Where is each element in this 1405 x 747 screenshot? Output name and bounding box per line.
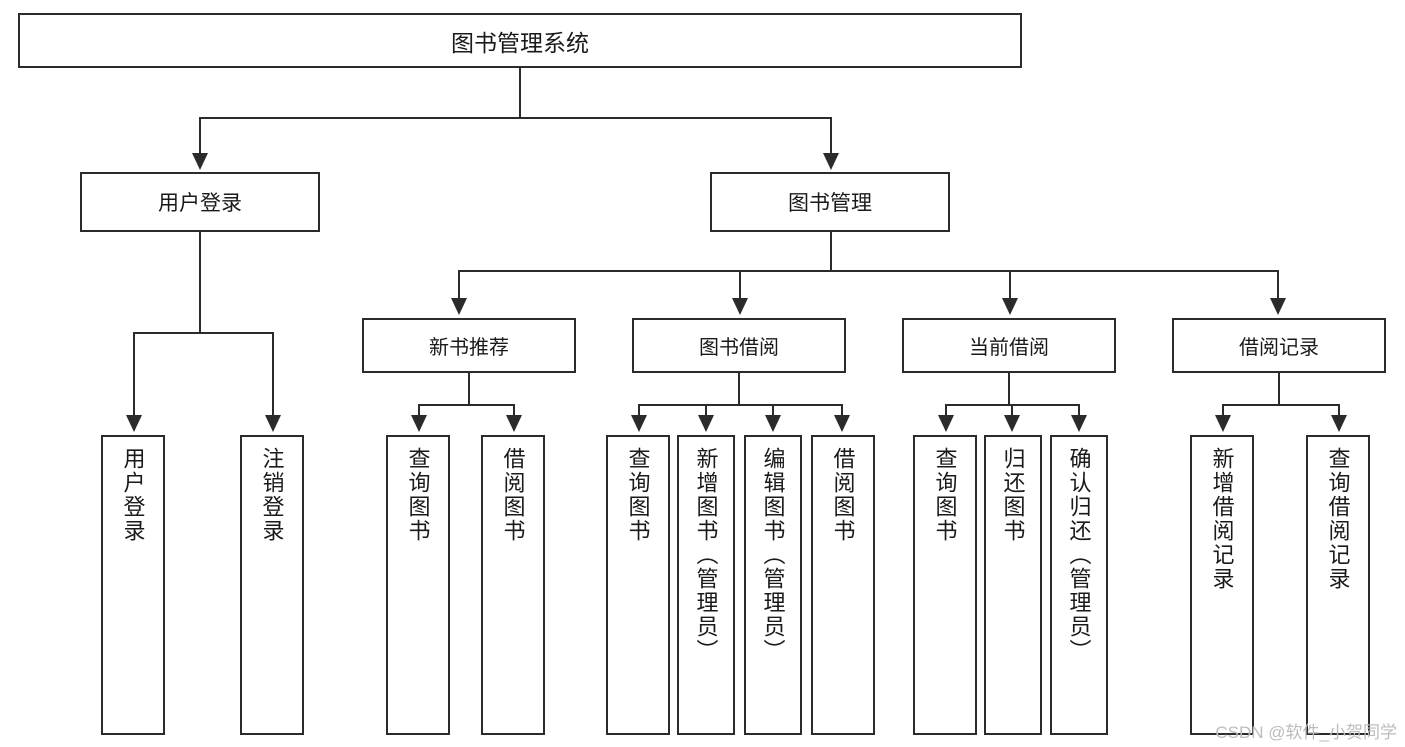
arrow-leaf-query-record (1331, 415, 1347, 432)
node-book-manage[interactable]: 图书管理 (710, 172, 950, 232)
node-leaf-confirm-return[interactable]: 确认归还（管理员） (1050, 435, 1108, 735)
edge-book-borrow-stem (738, 373, 740, 405)
arrow-book-manage (823, 153, 839, 170)
edge-new-book-rec-drop-1 (418, 404, 420, 417)
node-leaf-edit-book[interactable]: 编辑图书（管理员） (744, 435, 802, 735)
arrow-leaf-confirm-return (1071, 415, 1087, 432)
node-root-label: 图书管理系统 (451, 29, 589, 56)
arrow-leaf-return-book (1004, 415, 1020, 432)
node-leaf-add-record[interactable]: 新增借阅记录 (1190, 435, 1254, 735)
edge-root-drop-book-manage (830, 117, 832, 155)
node-leaf-user-login-label: 用户登录 (120, 447, 146, 543)
node-leaf-query-book-3-label: 查询图书 (932, 447, 958, 543)
node-leaf-borrow-book-1-label: 借阅图书 (500, 447, 526, 543)
edge-book-manage-drop-3 (1009, 270, 1011, 300)
node-leaf-query-record-label: 查询借阅记录 (1325, 447, 1351, 591)
edge-borrow-record-drop-2 (1338, 404, 1340, 417)
edge-book-manage-drop-4 (1277, 270, 1279, 300)
edge-book-manage-drop-2 (739, 270, 741, 300)
node-leaf-add-book[interactable]: 新增图书（管理员） (677, 435, 735, 735)
node-book-manage-label: 图书管理 (788, 192, 872, 215)
node-leaf-query-book-2[interactable]: 查询图书 (606, 435, 670, 735)
edge-root-bus (199, 117, 831, 119)
edge-current-borrow-stem (1008, 373, 1010, 405)
node-leaf-query-book-1[interactable]: 查询图书 (386, 435, 450, 735)
node-borrow-record-label: 借阅记录 (1239, 337, 1319, 359)
edge-root-drop-user-login (199, 117, 201, 155)
node-leaf-confirm-return-label: 确认归还（管理员） (1066, 447, 1092, 663)
edge-user-login-stem (199, 232, 201, 333)
edge-book-borrow-drop-1 (638, 404, 640, 417)
edge-book-borrow-bus (638, 404, 843, 406)
edge-current-borrow-drop-2 (1011, 404, 1013, 417)
node-leaf-add-book-label: 新增图书（管理员） (693, 447, 719, 663)
edge-root-stem (519, 68, 521, 118)
arrow-new-book-rec (451, 298, 467, 315)
edge-book-manage-bus (458, 270, 1279, 272)
edge-borrow-record-drop-1 (1222, 404, 1224, 417)
edge-new-book-rec-bus (418, 404, 514, 406)
edge-user-login-drop-1 (133, 332, 135, 417)
edge-book-borrow-drop-3 (772, 404, 774, 417)
arrow-leaf-logout (265, 415, 281, 432)
node-leaf-logout-label: 注销登录 (259, 447, 285, 543)
node-leaf-borrow-book-1[interactable]: 借阅图书 (481, 435, 545, 735)
node-leaf-query-book-3[interactable]: 查询图书 (913, 435, 977, 735)
node-book-borrow-label: 图书借阅 (699, 337, 779, 359)
node-current-borrow-label: 当前借阅 (969, 337, 1049, 359)
node-borrow-record[interactable]: 借阅记录 (1172, 318, 1386, 373)
arrow-leaf-query-book-1 (411, 415, 427, 432)
node-root[interactable]: 图书管理系统 (18, 13, 1022, 68)
node-leaf-borrow-book-2[interactable]: 借阅图书 (811, 435, 875, 735)
node-leaf-return-book-label: 归还图书 (1000, 447, 1026, 543)
edge-new-book-rec-drop-2 (513, 404, 515, 417)
node-leaf-logout[interactable]: 注销登录 (240, 435, 304, 735)
watermark: CSDN @软件_小贺同学 (1215, 723, 1397, 742)
arrow-book-borrow (732, 298, 748, 315)
arrow-leaf-edit-book (765, 415, 781, 432)
arrow-leaf-user-login (126, 415, 142, 432)
node-leaf-edit-book-label: 编辑图书（管理员） (760, 447, 786, 663)
edge-book-manage-stem (830, 232, 832, 271)
arrow-leaf-add-book (698, 415, 714, 432)
node-current-borrow[interactable]: 当前借阅 (902, 318, 1116, 373)
edge-current-borrow-drop-1 (945, 404, 947, 417)
node-leaf-user-login[interactable]: 用户登录 (101, 435, 165, 735)
node-user-login[interactable]: 用户登录 (80, 172, 320, 232)
edge-borrow-record-stem (1278, 373, 1280, 405)
edge-new-book-rec-stem (468, 373, 470, 405)
edge-book-borrow-drop-2 (705, 404, 707, 417)
arrow-current-borrow (1002, 298, 1018, 315)
arrow-leaf-add-record (1215, 415, 1231, 432)
node-leaf-borrow-book-2-label: 借阅图书 (830, 447, 856, 543)
node-leaf-query-record[interactable]: 查询借阅记录 (1306, 435, 1370, 735)
edge-book-manage-drop-1 (458, 270, 460, 300)
arrow-leaf-borrow-book-2 (834, 415, 850, 432)
node-leaf-query-book-2-label: 查询图书 (625, 447, 651, 543)
edge-user-login-bus (133, 332, 273, 334)
edge-user-login-drop-2 (272, 332, 274, 417)
edge-current-borrow-drop-3 (1078, 404, 1080, 417)
node-new-book-rec-label: 新书推荐 (429, 337, 509, 359)
arrow-leaf-query-book-2 (631, 415, 647, 432)
node-user-login-label: 用户登录 (158, 192, 242, 215)
arrow-borrow-record (1270, 298, 1286, 315)
arrow-leaf-query-book-3 (938, 415, 954, 432)
arrow-user-login (192, 153, 208, 170)
edge-book-borrow-drop-4 (841, 404, 843, 417)
node-leaf-return-book[interactable]: 归还图书 (984, 435, 1042, 735)
edge-borrow-record-bus (1222, 404, 1340, 406)
arrow-leaf-borrow-book-1 (506, 415, 522, 432)
node-leaf-query-book-1-label: 查询图书 (405, 447, 431, 543)
node-leaf-add-record-label: 新增借阅记录 (1209, 447, 1235, 591)
node-book-borrow[interactable]: 图书借阅 (632, 318, 846, 373)
node-new-book-rec[interactable]: 新书推荐 (362, 318, 576, 373)
